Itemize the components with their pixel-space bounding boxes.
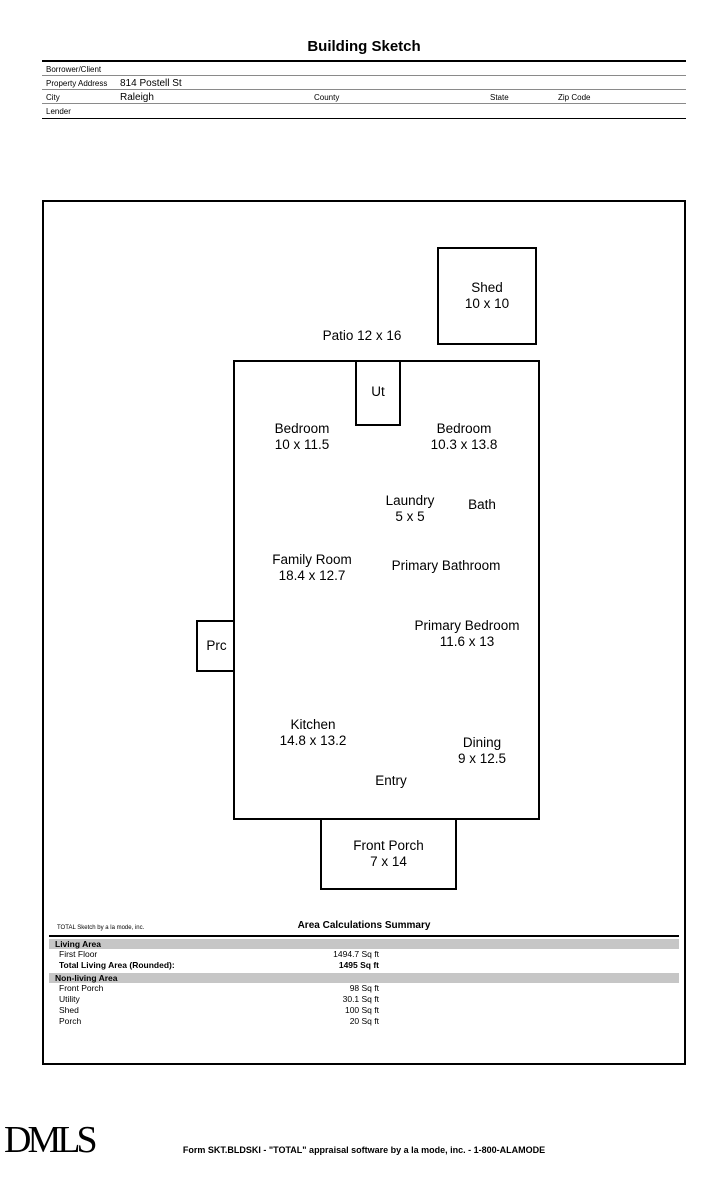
front-porch-box: Front Porch 7 x 14 [320,820,457,890]
front-porch-label: Front Porch 7 x 14 [353,838,424,870]
summary-row-utility: Utility 30.1 Sq ft [49,994,679,1005]
room-name: Family Room [272,552,352,567]
room-name: Primary Bathroom [391,558,501,573]
room-name: Bedroom [274,421,330,436]
sketch-frame: Shed 10 x 10 Patio 12 x 16 Ut Prc Front … [42,200,686,1065]
room-name: Front Porch [353,838,424,853]
info-row-lender: Lender [42,104,686,118]
room-name: Kitchen [290,717,336,732]
room-label-entry: Entry [375,773,407,789]
room-dims: 5 x 5 [395,509,425,524]
room-label-bedroom-2: Bedroom 10.3 x 13.8 [431,421,498,453]
shed-label: Shed 10 x 10 [465,280,509,312]
row-value: 30.1 Sq ft [342,994,379,1004]
summary-row-shed: Shed 100 Sq ft [49,1005,679,1016]
room-name: Laundry [385,493,435,508]
room-name: Shed [471,280,503,295]
room-label-laundry: Laundry 5 x 5 [386,493,435,525]
row-label: Porch [59,1016,82,1026]
form-footer-text: Form SKT.BLDSKI - "TOTAL" appraisal soft… [182,1145,546,1155]
room-name: Bath [468,497,496,512]
row-value: 98 Sq ft [349,983,379,993]
dmls-logo: DMLS [4,1119,98,1161]
room-label-primary-bedroom: Primary Bedroom 11.6 x 13 [414,618,519,650]
utility-label: Ut [371,384,385,399]
room-dims: 18.4 x 12.7 [278,568,346,583]
lender-label: Lender [46,107,71,116]
room-label-bedroom-1: Bedroom 10 x 11.5 [275,421,330,453]
page-title: Building Sketch [307,38,421,55]
patio-label: Patio 12 x 16 [323,328,402,344]
summary-row-front-porch: Front Porch 98 Sq ft [49,983,679,994]
prc-box: Prc [196,620,235,672]
property-address-label: Property Address [46,79,108,88]
summary-row-porch: Porch 20 Sq ft [49,1016,679,1027]
property-info-table: Borrower/Client Property Address 814 Pos… [42,60,686,119]
zip-label: Zip Code [558,93,591,102]
room-name: Dining [462,735,502,750]
room-label-family-room: Family Room 18.4 x 12.7 [272,552,352,584]
room-name: Primary Bedroom [414,618,520,633]
room-dims: 9 x 12.5 [457,751,507,766]
row-value: 1495 Sq ft [338,960,379,970]
county-label: County [314,93,340,102]
shed-box: Shed 10 x 10 [437,247,537,345]
room-dims: 14.8 x 13.2 [279,733,347,748]
summary-row-total-living: Total Living Area (Rounded): 1495 Sq ft [49,960,679,971]
row-value: 1494.7 Sq ft [333,949,379,959]
living-area-header: Living Area [49,939,679,949]
info-row-city: City Raleigh County State Zip Code [42,90,686,104]
room-name: Patio 12 x 16 [322,328,402,343]
row-value: 100 Sq ft [344,1005,379,1015]
info-row-property-address: Property Address 814 Postell St [42,76,686,90]
room-name: Bedroom [436,421,492,436]
house-outline [233,360,540,820]
room-dims: 10 x 10 [464,296,510,311]
room-label-bath: Bath [468,497,496,513]
info-row-borrower: Borrower/Client [42,62,686,76]
room-dims: 7 x 14 [370,854,407,869]
property-address-value: 814 Postell St [120,78,182,89]
city-label: City [46,93,60,102]
row-label: First Floor [59,949,98,959]
utility-box: Ut [355,360,401,426]
room-label-primary-bathroom: Primary Bathroom [392,558,501,574]
city-value: Raleigh [120,92,154,103]
room-name: Entry [375,773,407,788]
nonliving-area-header: Non-living Area [49,973,679,983]
room-dims: 10.3 x 13.8 [430,437,498,452]
room-label-kitchen: Kitchen 14.8 x 13.2 [280,717,347,749]
room-label-dining: Dining 9 x 12.5 [458,735,506,767]
summary-divider [49,935,679,937]
row-label: Total Living Area (Rounded): [59,960,175,970]
row-label: Shed [59,1005,79,1015]
prc-label: Prc [206,638,227,653]
sketch-credit: TOTAL Sketch by a la mode, inc. [57,925,145,931]
row-label: Utility [59,994,80,1004]
area-calculations-summary: TOTAL Sketch by a la mode, inc. Area Cal… [49,920,679,1027]
state-label: State [490,93,509,102]
room-dims: 10 x 11.5 [274,437,330,452]
borrower-label: Borrower/Client [46,65,102,74]
room-dims: 11.6 x 13 [439,634,495,649]
summary-title: Area Calculations Summary [297,920,431,931]
summary-row-first-floor: First Floor 1494.7 Sq ft [49,949,679,960]
row-value: 20 Sq ft [349,1016,379,1026]
row-label: Front Porch [59,983,104,993]
